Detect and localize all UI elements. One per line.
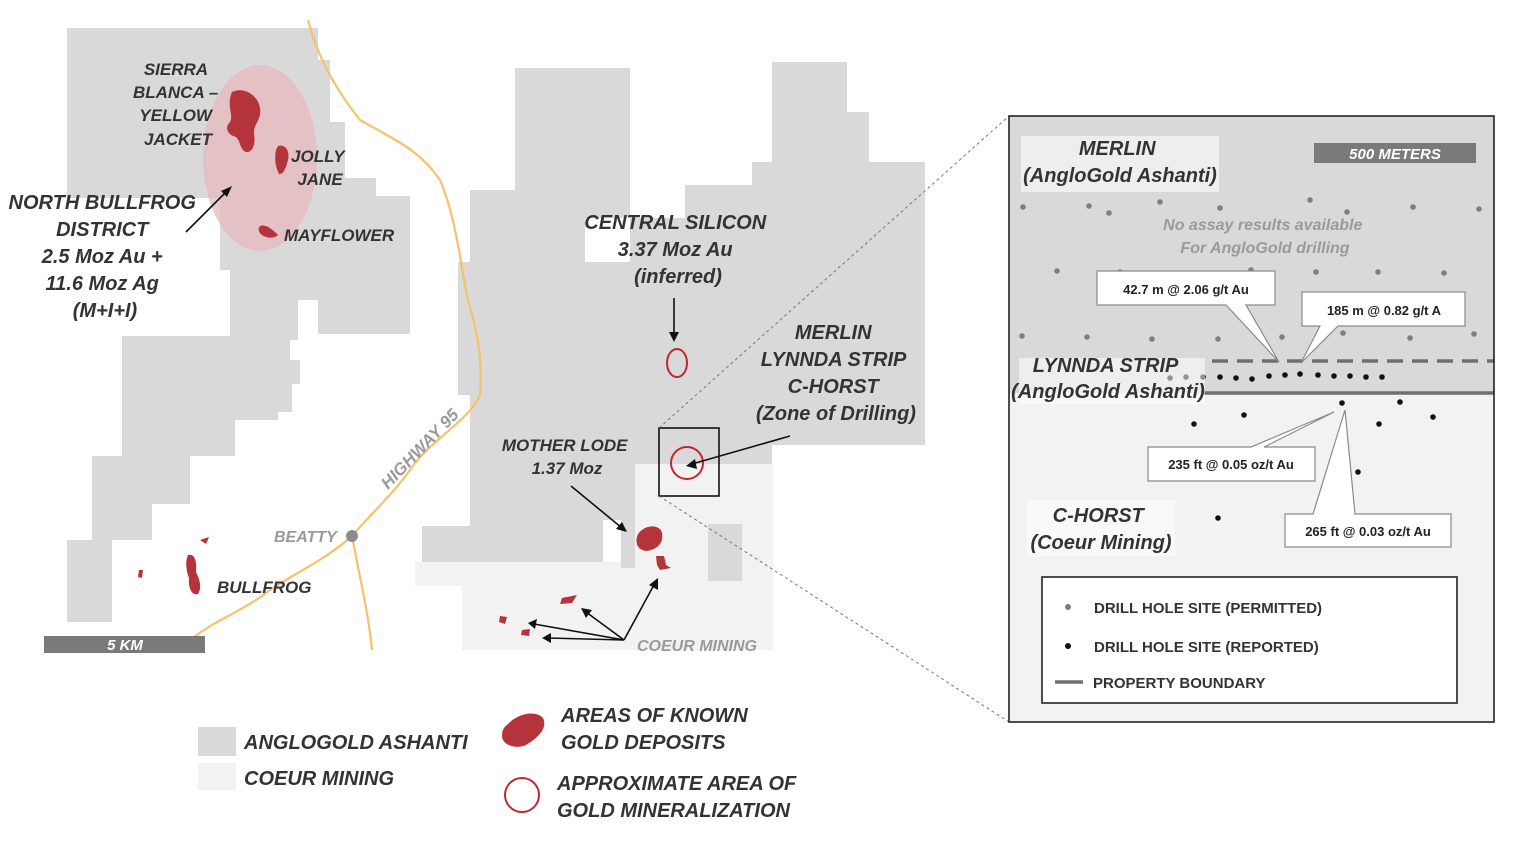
inset-legend: DRILL HOLE SITE (PERMITTED) DRILL HOLE S… (1041, 576, 1458, 704)
deposit-coeur-4 (521, 629, 530, 636)
inset-label-chorst: C-HORST (Coeur Mining) (1030, 505, 1171, 554)
inset-legend-reported-marker (1065, 643, 1071, 649)
callout-assay-2 (1300, 291, 1466, 364)
deposit-bullfrog (186, 554, 201, 595)
deposit-jolly-jane (275, 145, 289, 175)
label-sierra-blanca: SIERRA BLANCA – YELLOW JACKET (133, 60, 223, 149)
map-arrows (185, 186, 791, 643)
inset-scale-label: 500 METERS (1349, 146, 1441, 163)
legend-label-deposits: AREAS OF KNOWN GOLD DEPOSITS (560, 705, 753, 754)
beatty-town-marker (346, 530, 358, 542)
highway-95-road (189, 19, 482, 641)
zone-of-drilling-box (658, 427, 720, 497)
deposit-coeur-1 (656, 556, 671, 570)
inset-legend-permitted-marker (1065, 604, 1071, 610)
callout-assay-4 (1284, 409, 1452, 548)
legend-swatch-anglogold (198, 727, 236, 756)
deposit-coeur-2 (560, 595, 577, 604)
legend-label-coeur: COEUR MINING (244, 768, 394, 790)
inset-legend-boundary: PROPERTY BOUNDARY (1093, 675, 1266, 692)
label-highway-95: HIGHWAY 95 (377, 405, 463, 493)
label-jolly-jane: JOLLY JANE (291, 147, 349, 189)
inset-reported-holes (1167, 371, 1436, 521)
legend-label-anglogold: ANGLOGOLD ASHANTI (243, 732, 468, 754)
inset-label-merlin: MERLIN (AngloGold Ashanti) (1023, 138, 1217, 187)
label-coeur-mining-map: COEUR MINING (637, 638, 757, 655)
inset-label-lynnda: LYNNDA STRIP (AngloGold Ashanti) (1011, 355, 1205, 403)
label-bullfrog: BULLFROG (217, 578, 311, 597)
inset-merlin-label-bg (1021, 136, 1219, 192)
main-map: SIERRA BLANCA – YELLOW JACKET JOLLY JANE… (9, 19, 1010, 723)
inset-assay-2: 185 m @ 0.82 g/t A (1327, 303, 1442, 318)
scale-bar-5km (44, 636, 205, 653)
label-north-bullfrog: NORTH BULLFROG DISTRICT 2.5 Moz Au + 11.… (9, 192, 202, 322)
map-legend: ANGLOGOLD ASHANTI COEUR MINING AREAS OF … (198, 705, 802, 822)
inset-map: 500 METERS MERLIN (AngloGold Ashanti) No… (1008, 115, 1495, 723)
callout-assay-3 (1147, 411, 1335, 482)
inset-assay-3: 235 ft @ 0.05 oz/t Au (1168, 457, 1294, 472)
legend-label-mineralization: APPROXIMATE AREA OF GOLD MINERALIZATION (556, 773, 802, 822)
deposit-bullfrog-small-1 (200, 537, 209, 544)
inset-legend-reported: DRILL HOLE SITE (REPORTED) (1094, 639, 1319, 656)
gold-deposits (138, 90, 671, 636)
deposit-mother-lode (636, 526, 663, 551)
label-mother-lode: MOTHER LODE 1.37 Moz (502, 436, 632, 478)
deposit-bullfrog-small-2 (138, 570, 143, 578)
deposit-coeur-3 (499, 616, 507, 624)
inset-chorst-label-bg (1027, 500, 1175, 556)
inset-assay-4: 265 ft @ 0.03 oz/t Au (1305, 524, 1431, 539)
legend-swatch-coeur (198, 763, 236, 790)
label-beatty: BEATTY (274, 529, 338, 546)
deposit-mayflower (258, 225, 278, 238)
inset-leader-top (658, 115, 1010, 429)
label-scale-5km: 5 KM (107, 637, 143, 654)
inset-lynnda-label-bg (1019, 358, 1205, 404)
mineralization-merlin (670, 446, 704, 480)
label-central-silicon: CENTRAL SILICON 3.37 Moz Au (inferred) (584, 212, 771, 288)
inset-legend-permitted: DRILL HOLE SITE (PERMITTED) (1094, 600, 1322, 617)
deposit-sierra-blanca (227, 90, 261, 153)
inset-scale-bar (1314, 143, 1476, 163)
inset-label-no-assay: No assay results available For AngloGold… (1163, 217, 1367, 257)
mineralization-central-silicon (666, 348, 688, 378)
inset-assay-1: 42.7 m @ 2.06 g/t Au (1123, 282, 1249, 297)
label-merlin-zone: MERLIN LYNNDA STRIP C-HORST (Zone of Dri… (756, 322, 916, 425)
side-road (350, 535, 374, 651)
inset-border (1008, 115, 1495, 723)
inset-permitted-holes (1019, 197, 1482, 342)
coeur-inner (680, 524, 708, 581)
legend-swatch-deposit (502, 713, 545, 747)
callout-assay-1 (1096, 270, 1280, 363)
inset-callouts (1096, 270, 1466, 548)
label-mayflower: MAYFLOWER (284, 226, 395, 245)
legend-swatch-mineralization (504, 777, 540, 813)
